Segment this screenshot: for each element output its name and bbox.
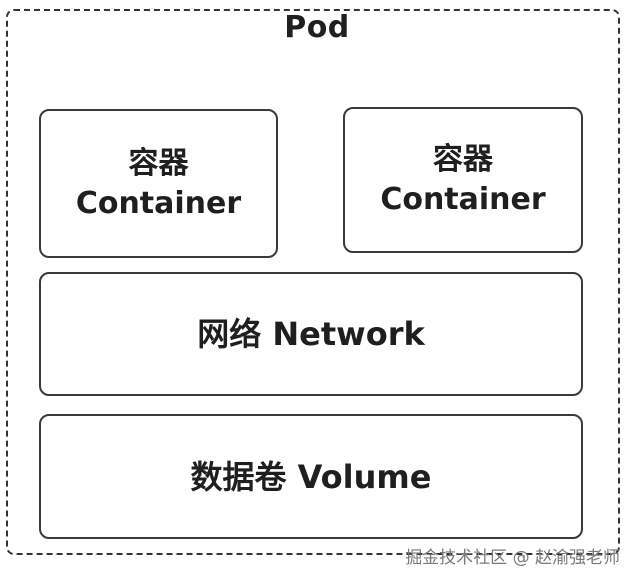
container-2-en-label: Container xyxy=(380,182,546,217)
container-1-cn-label: 容器 xyxy=(128,145,189,181)
network-box: 网络 Network xyxy=(39,272,583,396)
container-1-en-label: Container xyxy=(75,185,242,221)
container-box-1: 容器 Container xyxy=(39,109,278,258)
volume-box: 数据卷 Volume xyxy=(39,414,583,539)
volume-label: 数据卷 Volume xyxy=(190,457,432,496)
container-2-cn-label: 容器 xyxy=(433,142,493,177)
watermark-text: 掘金技术社区 @ 赵渝强老师 xyxy=(405,548,620,568)
pod-title: Pod xyxy=(284,10,350,45)
container-box-2: 容器 Container xyxy=(343,107,583,253)
network-label: 网络 Network xyxy=(197,315,425,353)
pod-boundary xyxy=(6,9,620,555)
